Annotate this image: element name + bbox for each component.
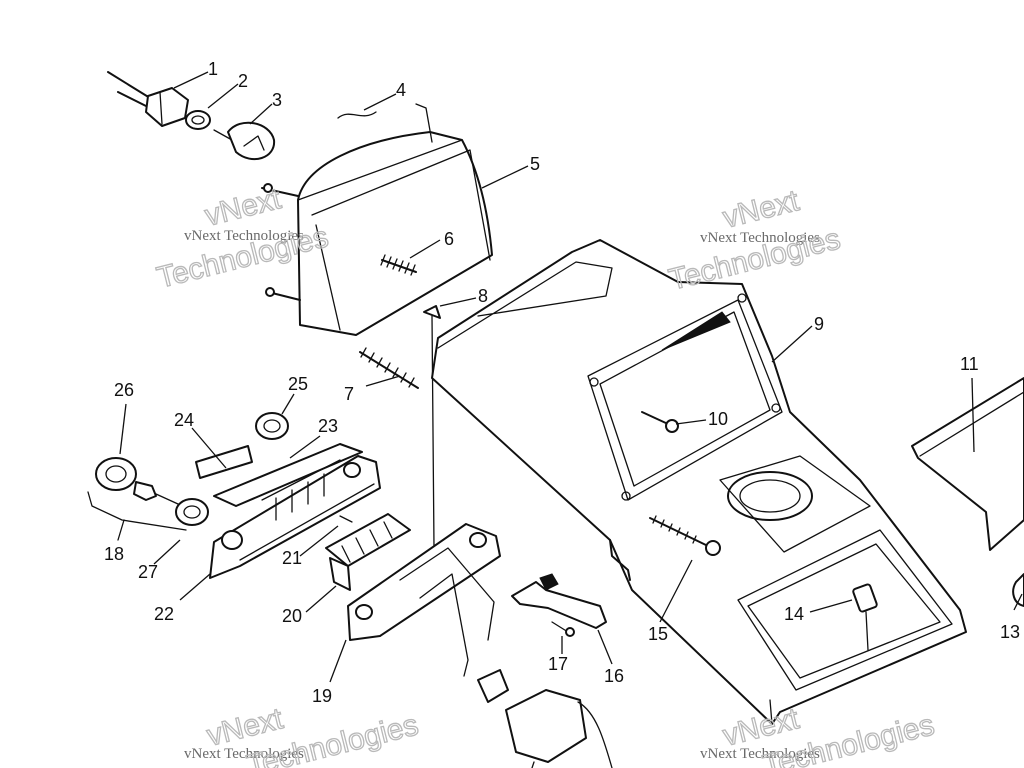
- console-hood: [431, 239, 967, 725]
- label-part-22: 22: [154, 604, 174, 624]
- watermark-line1: vNext: [720, 184, 803, 235]
- label-part-24: 24: [174, 410, 194, 430]
- label-part-23: 23: [318, 416, 338, 436]
- clip: [852, 583, 878, 651]
- label-part-27: 27: [138, 562, 158, 582]
- label-part-10: 10: [708, 409, 728, 429]
- label-part-13: 13: [1000, 622, 1020, 642]
- screws: [641, 411, 721, 556]
- label-part-21: 21: [282, 548, 302, 568]
- leader-lines: [119, 71, 1023, 683]
- label-part-1: 1: [208, 59, 218, 79]
- label-part-8: 8: [478, 286, 488, 306]
- label-part-9: 9: [814, 314, 824, 334]
- side-panel: [911, 377, 1024, 607]
- label-part-26: 26: [114, 380, 134, 400]
- label-part-3: 3: [272, 90, 282, 110]
- label-part-2: 2: [238, 71, 248, 91]
- label-part-14: 14: [784, 604, 804, 624]
- label-part-5: 5: [530, 154, 540, 174]
- label-part-18: 18: [104, 544, 124, 564]
- label-part-20: 20: [282, 606, 302, 626]
- watermark-bottom-left: vNext Technologies vNext Technologies: [184, 701, 422, 768]
- label-part-17: 17: [548, 654, 568, 674]
- part-number-labels: 1 2 3 4 5 6 7 8 9 10 11 13 14 15 16 17 1…: [104, 59, 1020, 706]
- watermark-small: vNext Technologies: [184, 228, 304, 244]
- label-part-6: 6: [444, 229, 454, 249]
- label-part-15: 15: [648, 624, 668, 644]
- switch-panel-assembly: [87, 412, 613, 768]
- label-part-16: 16: [604, 666, 624, 686]
- watermark-small: vNext Technologies: [700, 230, 820, 246]
- watermark-small: vNext Technologies: [700, 746, 820, 762]
- label-part-19: 19: [312, 686, 332, 706]
- watermark-small: vNext Technologies: [184, 746, 304, 762]
- watermark-bottom-right: vNext Technologies vNext Technologies: [700, 701, 938, 768]
- label-part-25: 25: [288, 374, 308, 394]
- watermark-line1: vNext: [202, 182, 285, 233]
- label-part-11: 11: [960, 354, 979, 374]
- headlight-assembly: [107, 71, 493, 549]
- label-part-7: 7: [344, 384, 354, 404]
- label-part-4: 4: [396, 80, 406, 100]
- watermark-top-right: vNext Technologies vNext Technologies: [665, 183, 844, 297]
